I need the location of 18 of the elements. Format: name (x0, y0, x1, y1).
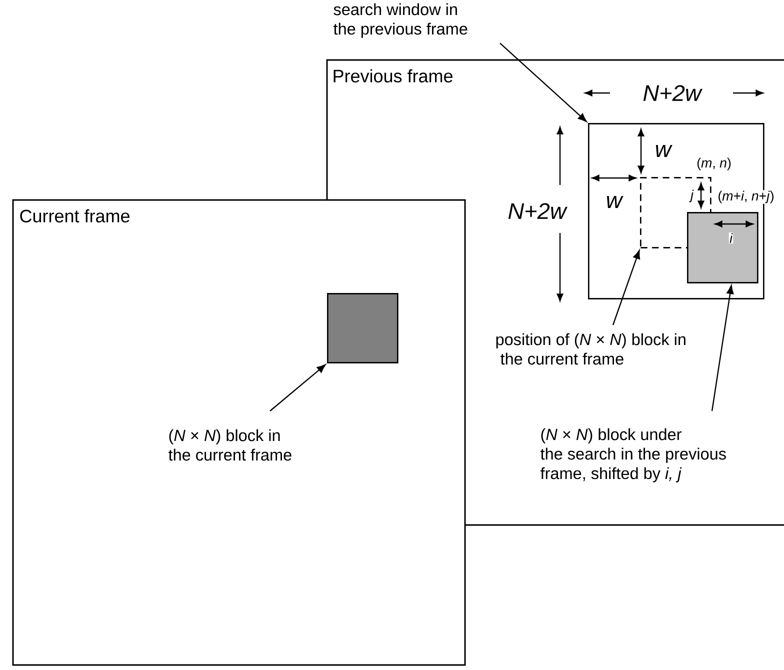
block-square (327, 293, 398, 364)
block-square (687, 212, 758, 284)
arrow (711, 285, 734, 412)
annotation-text: (N × N) block in the current frame (168, 429, 292, 461)
annotation-text: search window in the previous frame (334, 3, 468, 38)
dimension-label: j (689, 189, 694, 203)
arrow (270, 364, 326, 412)
annotation-text: (N × N) block under the search in the previous frame, shifted by i, j (540, 428, 726, 482)
dimension-label: (m, n) (696, 157, 732, 171)
annotation-text: position of (N × N) block in the current frame (496, 333, 686, 365)
arrow (612, 250, 640, 326)
dimension-label: N+2w (507, 202, 568, 220)
arrow (500, 42, 587, 122)
dimension-label: i (728, 232, 734, 244)
dimension-label: N+2w (642, 84, 703, 102)
dimension-label: w (605, 195, 624, 209)
dimension-label: w (654, 144, 672, 158)
dimension-label: (m+i, n+j) (717, 190, 775, 204)
